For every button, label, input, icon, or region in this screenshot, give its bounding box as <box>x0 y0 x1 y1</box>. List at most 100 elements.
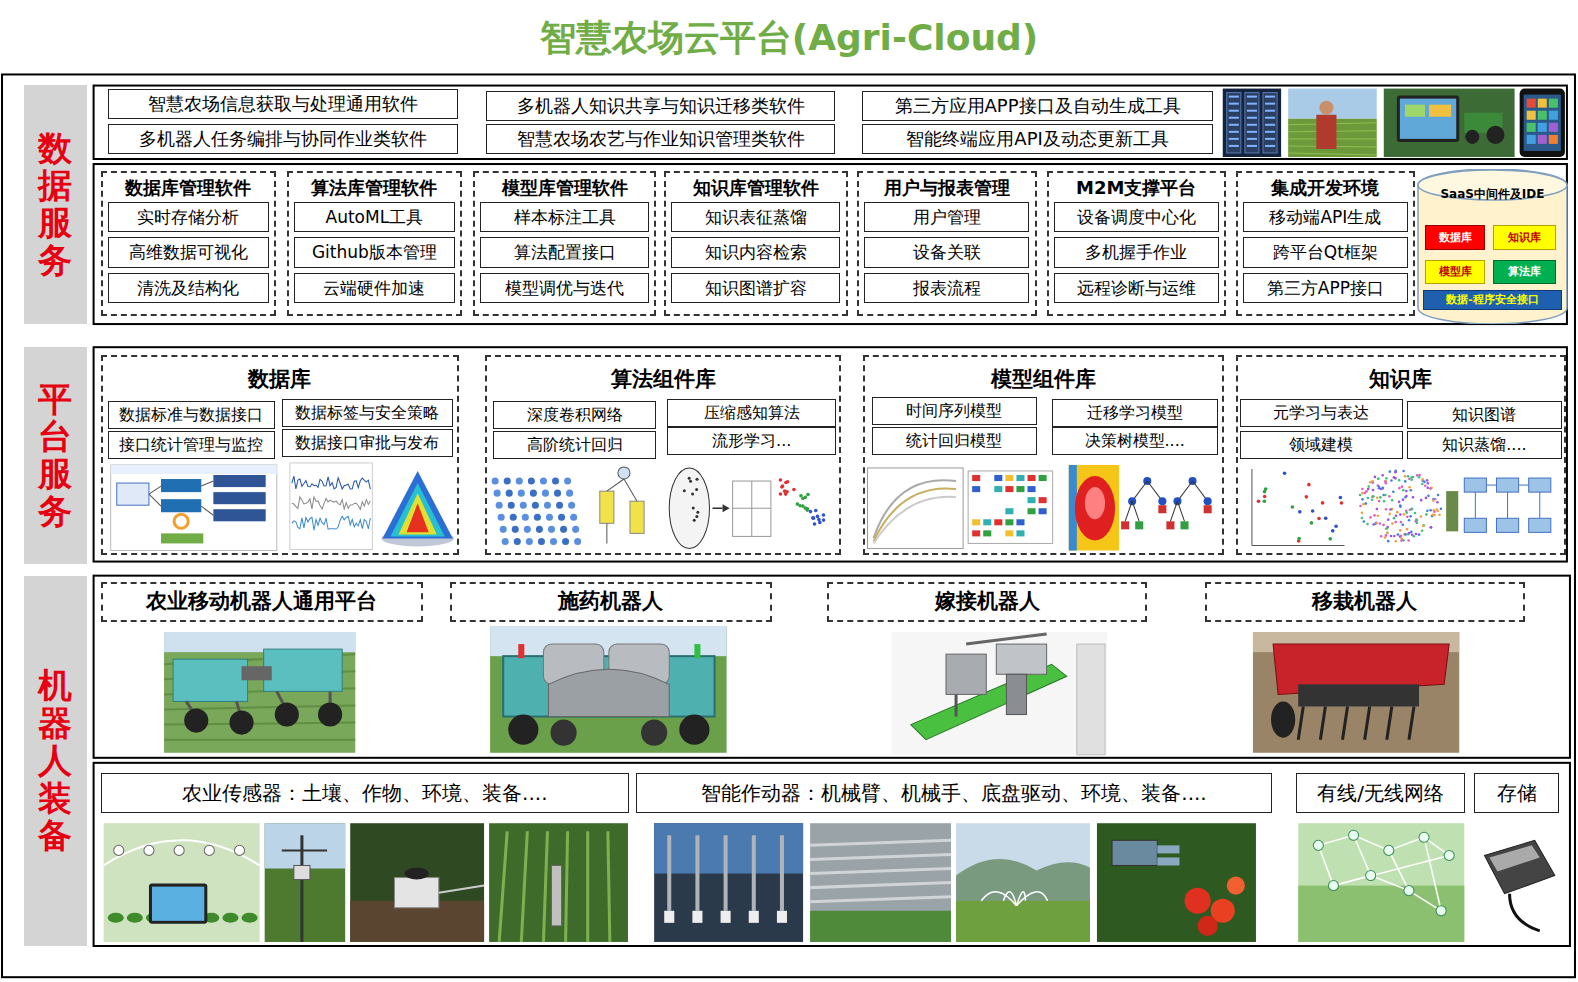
neuron <box>548 526 555 533</box>
box-text: 算法组件库 <box>611 367 716 392</box>
embedding-dot <box>1429 509 1432 512</box>
server-light <box>1247 124 1257 126</box>
network-link <box>1333 876 1370 886</box>
embedding-dot <box>1388 470 1391 473</box>
embedding-dot <box>1386 527 1389 530</box>
server-light <box>1229 117 1239 119</box>
sky <box>265 823 346 868</box>
embedding-dot <box>1399 505 1402 508</box>
rail <box>810 883 951 888</box>
embedding-dot <box>1408 532 1411 535</box>
box-text: 迁移学习模型 <box>1087 403 1183 422</box>
function-box: 报表流程 <box>864 273 1029 303</box>
embedding-dot <box>1391 499 1394 502</box>
embedding-dot <box>1420 499 1423 502</box>
embedding-dot <box>1379 522 1382 525</box>
scatter-dot <box>1340 501 1344 505</box>
function-box: 知识图谱扩容 <box>671 273 840 303</box>
server-light <box>1229 124 1239 126</box>
tree-leaf <box>1135 521 1143 529</box>
embedding-dot <box>1412 476 1415 479</box>
box-text: 决策树模型.... <box>1085 431 1185 450</box>
axis <box>1251 469 1252 545</box>
graph-link <box>1507 492 1508 518</box>
embedding-dot <box>1361 498 1364 501</box>
box-text: 数据标签与安全策略 <box>295 403 439 422</box>
tractor-wheel <box>1486 126 1504 144</box>
section-title: 数据服务 <box>38 130 72 280</box>
neuron <box>528 478 535 485</box>
embedding-dot <box>1411 508 1414 511</box>
gripper-finger <box>1157 845 1179 853</box>
network-node <box>1366 871 1376 881</box>
embedding-dot <box>1377 514 1380 517</box>
tractor-wheel <box>1465 130 1479 144</box>
neuron <box>574 538 581 545</box>
section-label: 数据服务 <box>24 85 86 325</box>
probe <box>551 865 561 925</box>
cluster-dot <box>806 493 810 497</box>
server-light <box>1229 110 1239 112</box>
server-light <box>1265 124 1275 126</box>
machine-arm <box>955 694 958 716</box>
component-library: 算法组件库深度卷积网络压缩感知算法高阶统计回归流形学习... <box>485 355 841 554</box>
neuron <box>536 526 543 533</box>
robot-wheel <box>229 711 253 735</box>
machine-part <box>946 654 986 694</box>
box-text: 集成开发环境 <box>1271 177 1379 199</box>
library-tag: 算法库 <box>1493 260 1555 284</box>
neuron <box>554 490 561 497</box>
scatter-dot <box>1307 483 1311 487</box>
net-link <box>624 479 637 501</box>
box-text: 知识图谱扩容 <box>705 278 807 298</box>
box-text: 智能作动器：机械臂、机械手、底盘驱动、环境、装备.... <box>701 781 1206 805</box>
neuron <box>560 526 567 533</box>
embedding-dot <box>1385 477 1388 480</box>
table-cell <box>1028 475 1036 481</box>
embedding-dot <box>1373 514 1376 517</box>
robot-title: 移栽机器人 <box>1205 582 1525 622</box>
scatter-dot <box>1334 524 1338 528</box>
embedding-dot <box>1414 512 1417 515</box>
embedding-dot <box>1432 499 1435 502</box>
machine-part <box>996 644 1046 674</box>
box-text: SaaS中间件及IDE <box>1440 187 1544 201</box>
box-text: 数据库管理软件 <box>125 177 251 199</box>
software-box: 智慧农场农艺与作业知识管理类软件 <box>486 124 835 154</box>
embedding-dot <box>1403 513 1406 516</box>
signal-lamp <box>518 644 524 658</box>
scatter-dot <box>1283 471 1287 475</box>
box-text: 移栽机器人 <box>1312 589 1417 614</box>
phone-screen <box>1524 95 1561 151</box>
storage-photo <box>1474 823 1563 942</box>
storage-cable <box>1510 894 1540 931</box>
box-text: 存储 <box>1497 781 1537 805</box>
server-rack <box>1227 93 1241 153</box>
neuron <box>496 502 503 509</box>
embedding-dot <box>1436 510 1439 513</box>
box-text: 知识库 <box>1508 231 1541 244</box>
embedding-dot <box>1377 477 1380 480</box>
cluster-dot <box>780 485 784 489</box>
conveyor-belt <box>911 664 1067 739</box>
function-box: 设备调度中心化 <box>1054 202 1219 232</box>
box-text: 知识库 <box>1369 367 1432 392</box>
server-photo <box>1223 89 1281 157</box>
box-text: 知识库管理软件 <box>693 177 819 199</box>
embedding-dot <box>1378 500 1381 503</box>
sample-dot <box>695 515 698 518</box>
embedding-dot <box>1408 519 1411 522</box>
library-tag: 知识库 <box>1493 225 1555 249</box>
scatter-dot <box>1291 505 1295 509</box>
embedding-dot <box>1410 508 1413 511</box>
neuron <box>562 538 569 545</box>
scatter-dot <box>1257 499 1261 503</box>
cluster-dot <box>806 507 810 511</box>
table-cell <box>1005 475 1013 481</box>
embedding-dot <box>1427 495 1430 498</box>
cluster-dot <box>798 504 802 508</box>
embedding-dot <box>1421 478 1424 481</box>
net-node <box>618 467 630 479</box>
tree-edge <box>1177 501 1184 521</box>
tree-leaf <box>1121 521 1129 529</box>
